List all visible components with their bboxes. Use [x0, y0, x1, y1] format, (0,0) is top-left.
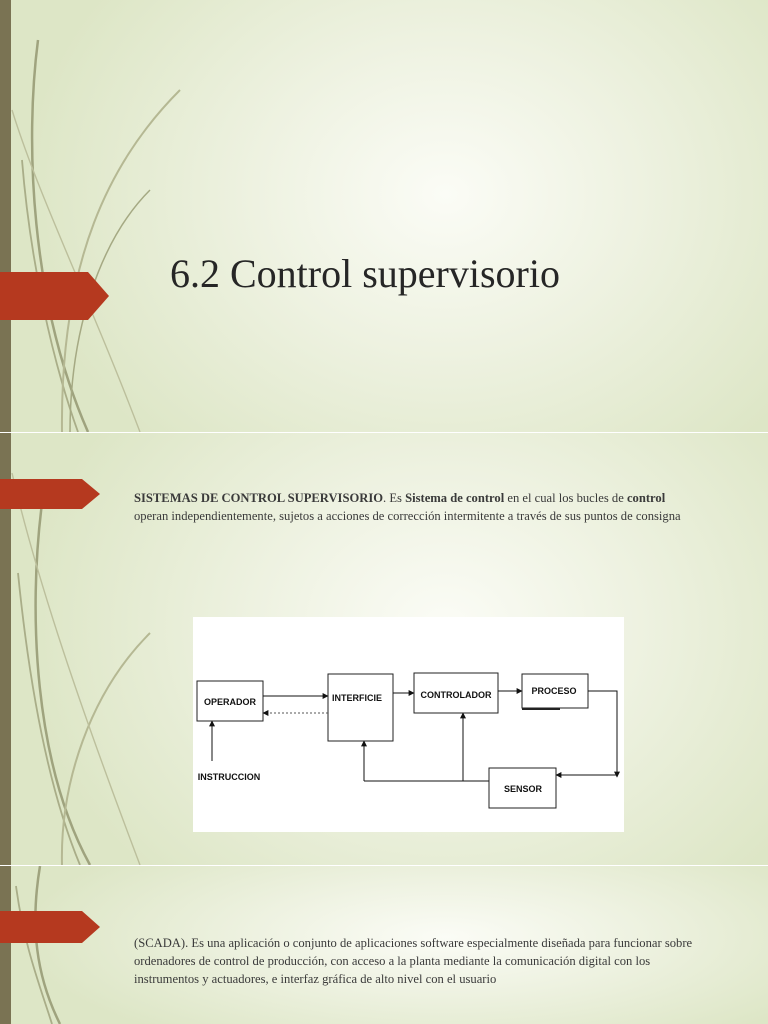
swirl-decoration — [11, 472, 151, 865]
left-bar — [0, 433, 11, 865]
term-control: control — [626, 491, 666, 505]
left-bar — [0, 866, 11, 1024]
controlador-box — [413, 672, 499, 714]
operador-box — [196, 680, 264, 722]
term-supervisory-systems: SISTEMAS DE CONTROL SUPERVISORIO — [134, 491, 384, 505]
instruccion-label: INSTRUCCION — [198, 772, 261, 782]
proceso-label: PROCESO — [531, 686, 576, 696]
slide-supervisory-systems: SISTEMAS DE CONTROL SUPERVISORIO. Es Sis… — [0, 433, 768, 865]
term-control-system: Sistema de control — [405, 491, 505, 505]
arrow-marker — [0, 272, 109, 320]
sensor-box — [488, 767, 557, 809]
control-diagram: OPERADOR INTERFICIE CONTROLADOR PROCESO … — [193, 617, 624, 832]
arrow-marker — [0, 911, 100, 943]
definition-paragraph: SISTEMAS DE CONTROL SUPERVISORIO. Es Sis… — [134, 491, 681, 523]
slide-title-slide: 6.2 Control supervisorio — [0, 0, 768, 432]
arrow-marker — [0, 479, 100, 509]
interficie-label: INTERFICIE — [332, 693, 382, 703]
left-bar — [0, 0, 11, 432]
swirl-decoration — [15, 866, 62, 1024]
scada-paragraph: (SCADA). Es una aplicación o conjunto de… — [134, 936, 693, 986]
swirl-decoration — [11, 39, 181, 432]
sensor-label: SENSOR — [504, 784, 543, 794]
operador-label: OPERADOR — [204, 697, 257, 707]
slide-scada: (SCADA). Es una aplicación o conjunto de… — [0, 866, 768, 1024]
slide-title: 6.2 Control supervisorio — [170, 251, 560, 296]
interficie-box — [327, 673, 394, 742]
controlador-label: CONTROLADOR — [421, 690, 492, 700]
